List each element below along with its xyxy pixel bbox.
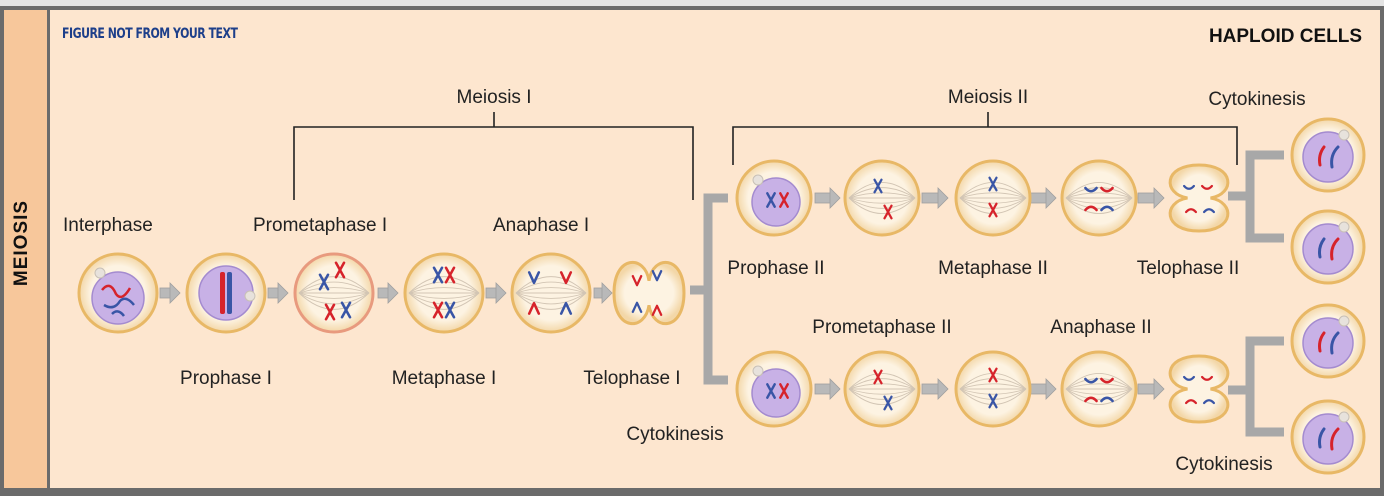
progression-arrows [159, 187, 1165, 400]
cell-meiosis-ii-top-prophase [735, 159, 813, 237]
label-meiosis-i: Meiosis I [457, 87, 532, 108]
sidebar [4, 10, 47, 488]
cell-meiosis-ii-bottom-anaphase [1060, 350, 1138, 428]
cell-meiosis-ii-top-anaphase [1060, 159, 1138, 237]
label-anaphase-i: Anaphase I [493, 215, 589, 236]
bracket-meiosis-i [293, 112, 694, 200]
cell-meiosis-ii-top-telophase [1168, 163, 1230, 233]
label-metaphase-ii: Metaphase II [938, 258, 1048, 279]
arrow-meiosis-i-1 [267, 282, 289, 304]
arrow-meiosis-i-3 [485, 282, 507, 304]
arrow-meiosis-ii-top-3 [1137, 187, 1165, 209]
cell-prometaphase-i [293, 252, 375, 334]
label-cytokinesis-middle: Cytokinesis [626, 424, 723, 445]
arrow-meiosis-ii-bottom-3 [1137, 378, 1165, 400]
label-telophase-ii: Telophase II [1137, 258, 1239, 279]
label-prophase-i: Prophase I [180, 368, 272, 389]
arrow-meiosis-ii-bottom-0 [814, 378, 841, 400]
cell-metaphase-i [403, 252, 485, 334]
label-prometaphase-ii: Prometaphase II [812, 317, 951, 338]
arrow-meiosis-ii-top-1 [921, 187, 949, 209]
arrow-meiosis-ii-bottom-1 [921, 378, 949, 400]
cell-interphase [77, 252, 159, 334]
cell-anaphase-i [510, 252, 592, 334]
label-meiosis-ii: Meiosis II [948, 87, 1028, 108]
cells [77, 117, 1366, 475]
arrow-meiosis-ii-top-2 [1029, 187, 1057, 209]
cell-haploid-3 [1290, 303, 1366, 379]
branch-arrows [690, 150, 1284, 437]
arrow-meiosis-i-4 [593, 282, 613, 304]
arrow-meiosis-i-2 [377, 282, 399, 304]
cell-telophase-i [612, 261, 686, 325]
label-telophase-i: Telophase I [583, 368, 680, 389]
arrow-meiosis-i-0 [159, 282, 181, 304]
cell-meiosis-ii-bottom-telophase [1168, 354, 1230, 424]
cell-prophase-i [185, 252, 267, 334]
label-prometaphase-i: Prometaphase I [253, 215, 387, 236]
cell-meiosis-ii-bottom-metaphase [954, 350, 1032, 428]
label-cytokinesis-bottom: Cytokinesis [1175, 454, 1272, 475]
figure-note: FIGURE NOT FROM YOUR TEXT [62, 26, 238, 42]
cell-meiosis-ii-top-prometaphase [843, 159, 921, 237]
cell-meiosis-ii-top-metaphase [954, 159, 1032, 237]
cell-haploid-1 [1290, 117, 1366, 193]
label-cytokinesis-top: Cytokinesis [1208, 89, 1305, 110]
cell-haploid-4 [1290, 399, 1366, 475]
arrow-meiosis-ii-bottom-2 [1029, 378, 1057, 400]
haploid-label: HAPLOID CELLS [1209, 26, 1362, 47]
cell-meiosis-ii-bottom-prophase [735, 350, 813, 428]
bracket-meiosis-ii [732, 112, 1238, 165]
label-anaphase-ii: Anaphase II [1050, 317, 1151, 338]
arrow-meiosis-ii-top-0 [814, 187, 841, 209]
label-metaphase-i: Metaphase I [392, 368, 497, 389]
label-prophase-ii: Prophase II [727, 258, 824, 279]
label-interphase: Interphase [63, 215, 153, 236]
diagram-panel [50, 10, 1380, 488]
cell-meiosis-ii-bottom-prometaphase [843, 350, 921, 428]
cell-haploid-2 [1290, 209, 1366, 285]
